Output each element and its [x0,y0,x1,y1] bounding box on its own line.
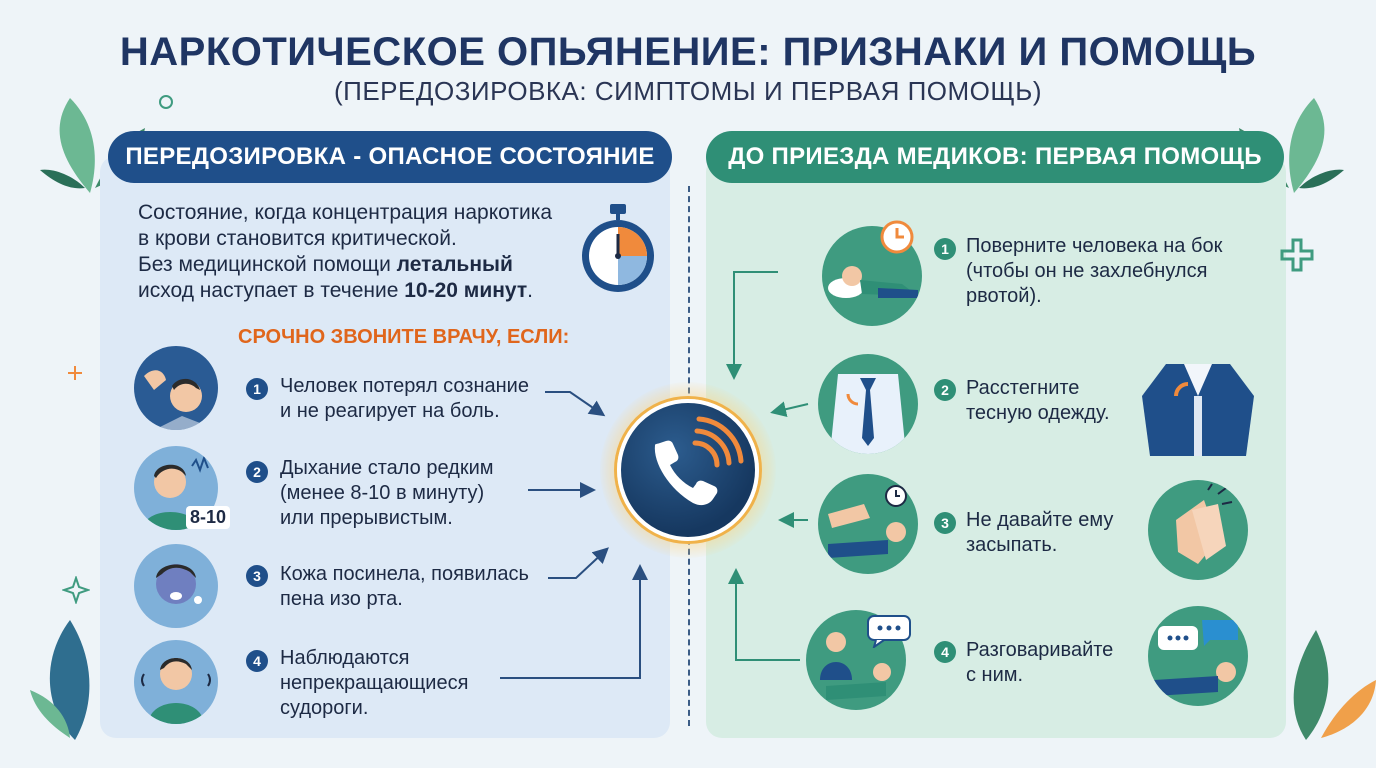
lethal-emphasis: летальный [396,253,513,276]
aid-step-1-text: Поверните человека на бок(чтобы он не за… [966,235,1223,307]
leaf-decoration-bottom-right-icon [1293,630,1376,740]
lying-person-talk-icon [1148,606,1248,706]
intro-line-2: в крови становится критической. [138,227,457,250]
aid-step-number-3: 3 [934,512,956,534]
symptom-number-3: 3 [246,565,268,587]
small-plus-deco-icon [68,366,82,380]
symptom-number-2: 2 [246,461,268,483]
sparkle-deco-icon [62,576,90,604]
intro-line-3: Без медицинской помощи летальный [138,253,513,276]
seizure-person-icon [134,640,218,724]
time-emphasis: 10-20 минут [404,279,528,302]
talk-to-person-icon [806,610,906,710]
overdose-header: ПЕРЕДОЗИРОВКА - ОПАСНОЕ СОСТОЯНИЕ [108,131,672,183]
breath-rate-badge: 8-10 [186,506,231,529]
symptom-2-text: Дыхание стало редким(менее 8-10 в минуту… [280,457,494,529]
unconscious-person-icon [134,346,218,430]
symptom-number-1: 1 [246,378,268,400]
aid-step-number-1: 1 [934,238,956,260]
aid-step-number-2: 2 [934,379,956,401]
phone-icon [654,416,744,506]
symptom-number-4: 4 [246,650,268,672]
intro-line-4: исход наступает в течение 10-20 минут. [138,279,533,302]
page-subtitle: (ПЕРЕДОЗИРОВКА: СИМПТОМЫ И ПЕРВАЯ ПОМОЩЬ… [333,76,1042,106]
intro-line-1: Состояние, когда концентрация наркотика [138,201,553,224]
page-title: НАРКОТИЧЕСКОЕ ОПЬЯНЕНИЕ: ПРИЗНАКИ И ПОМО… [119,30,1257,74]
recovery-position-icon [822,226,922,326]
emergency-call-button[interactable] [617,399,759,541]
clapping-hands-icon [1148,480,1248,580]
first-aid-header: ДО ПРИЕЗДА МЕДИКОВ: ПЕРВАЯ ПОМОЩЬ [706,131,1284,183]
wake-person-icon [818,474,918,574]
overdose-intro: Состояние, когда концентрация наркотика … [138,200,558,304]
aid-step-number-4: 4 [934,641,956,663]
urgent-call-heading: СРОЧНО ЗВОНИТЕ ВРАЧУ, ЕСЛИ: [238,326,570,348]
unbutton-shirt-icon [818,354,918,454]
blue-skin-person-icon [134,544,218,628]
